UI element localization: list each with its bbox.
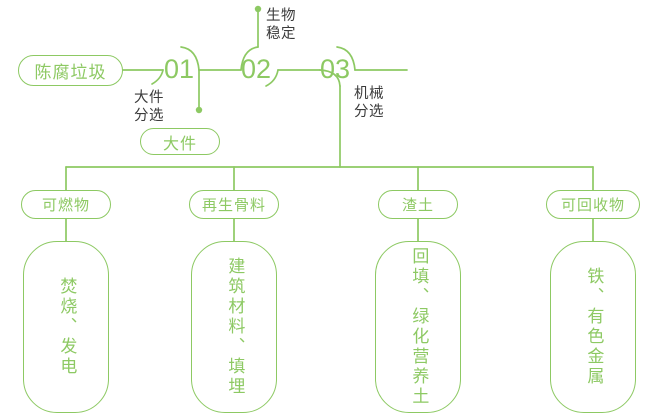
stage-number-03[interactable]: 03 — [320, 54, 351, 84]
stage-label-02: 生物 稳定 — [266, 8, 296, 42]
detail-box-1[interactable]: 焚烧、发电 — [23, 241, 109, 413]
arc-01-tail — [151, 69, 164, 85]
output-pill-4[interactable]: 可回收物 — [546, 190, 640, 219]
detail-text-2: 建筑材料、填埋 — [225, 257, 245, 397]
detail-box-3[interactable]: 回填、绿化营养土 — [375, 241, 461, 413]
output-pill-2[interactable]: 再生骨料 — [189, 190, 279, 219]
detail-text-4: 铁、有色金属 — [584, 267, 604, 387]
detail-text-1: 焚烧、发电 — [57, 277, 77, 377]
stage-number-01[interactable]: 01 — [164, 54, 195, 84]
node-dot-bulk — [195, 106, 203, 114]
arc-02-tail — [265, 69, 279, 87]
arc-02 — [240, 46, 259, 71]
output-pill-3[interactable]: 渣土 — [378, 190, 458, 219]
detail-box-4[interactable]: 铁、有色金属 — [550, 241, 636, 413]
detail-box-2[interactable]: 建筑材料、填埋 — [191, 241, 277, 413]
stage-label-01: 大件 分选 — [134, 90, 164, 124]
arc-01 — [180, 46, 200, 71]
source-pill[interactable]: 陈腐垃圾 — [18, 55, 123, 86]
arc-03-tail — [319, 69, 341, 87]
node-dot-bio — [254, 5, 262, 13]
output-pill-1[interactable]: 可燃物 — [21, 190, 111, 219]
stage-label-03: 机械 分选 — [354, 86, 384, 120]
stage-number-02[interactable]: 02 — [241, 54, 272, 84]
arc-03 — [336, 46, 356, 71]
stage-01-output-pill[interactable]: 大件 — [140, 128, 220, 155]
detail-text-3: 回填、绿化营养土 — [409, 247, 429, 407]
